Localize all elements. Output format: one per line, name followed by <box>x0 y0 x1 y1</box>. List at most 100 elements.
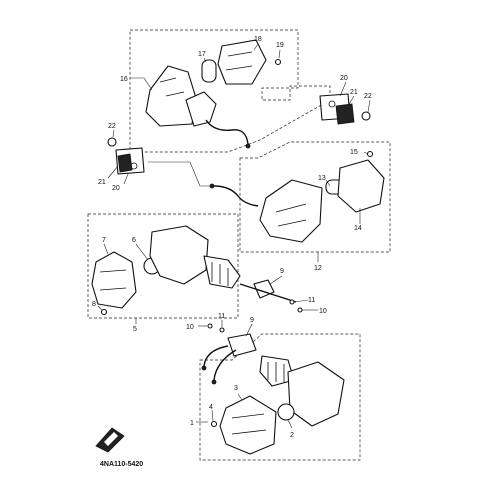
assembly-1-box <box>199 333 361 461</box>
bulb-17 <box>201 59 217 83</box>
screw-10-lower <box>207 323 213 329</box>
front-arrow-icon <box>95 427 125 453</box>
callout-labels: 16 17 18 19 20 21 22 22 21 20 15 13 14 1… <box>92 36 372 468</box>
turn-signal-assembly-16 <box>145 39 282 149</box>
callout-22-left: 22 <box>108 123 116 130</box>
turn-signal-assembly-1 <box>201 323 345 455</box>
callout-12: 12 <box>314 265 322 272</box>
callout-21-right: 21 <box>350 89 358 96</box>
callout-10-upper: 10 <box>319 308 327 315</box>
nut-22-right <box>361 111 371 121</box>
wire-left <box>239 283 297 303</box>
assembly-16-box <box>129 29 331 153</box>
leader-21b <box>107 165 119 179</box>
socket-left-ribs <box>211 262 229 286</box>
turn-signal-assembly-12 <box>209 150 385 243</box>
screw-19 <box>274 58 282 66</box>
wire-bottom-b <box>213 349 237 381</box>
callout-22-right: 22 <box>364 93 372 100</box>
socket-bottom-ribs <box>267 362 285 382</box>
wire-top-left-terminal <box>245 143 251 149</box>
leader-mount-left <box>148 161 212 187</box>
grommet-20-right-hole <box>328 100 336 108</box>
leader-17 <box>203 57 207 63</box>
housing-14 <box>337 159 385 213</box>
socket-left <box>203 255 241 289</box>
part-code-label: 4NA110-5420 <box>100 461 143 468</box>
leader-7 <box>103 243 109 255</box>
callout-11-upper: 11 <box>308 297 315 304</box>
callout-9-upper: 9 <box>280 268 284 275</box>
callout-3: 3 <box>234 385 238 392</box>
screw-8 <box>100 308 108 316</box>
callout-11-lower: 11 <box>218 313 225 320</box>
leader-22a <box>367 99 371 113</box>
callout-20-right: 20 <box>340 75 348 82</box>
callout-18: 18 <box>254 36 262 43</box>
wire-bottom-terminal-b <box>211 379 217 385</box>
lens-7-ribs <box>99 269 127 291</box>
leader-4 <box>211 409 214 422</box>
wire-middle-right <box>213 185 259 207</box>
leader-8 <box>97 305 103 311</box>
callout-20-left: 20 <box>112 185 120 192</box>
housing-bottom <box>287 361 345 427</box>
assembly-5-box <box>87 213 239 319</box>
callout-9-lower: 9 <box>250 317 254 324</box>
callout-19: 19 <box>276 42 284 49</box>
lens-7 <box>91 251 137 309</box>
leader-lines <box>97 43 371 429</box>
housing-top-left <box>185 91 217 127</box>
lens-18 <box>217 39 267 85</box>
mount-set-right <box>319 93 371 125</box>
wire-top-left <box>205 119 249 145</box>
screw-10-upper <box>297 307 303 313</box>
leader-3 <box>237 393 243 401</box>
leader-6 <box>135 243 149 261</box>
lens-top-left <box>145 65 197 127</box>
assembly-12-box <box>239 141 391 253</box>
callout-1: 1 <box>190 420 194 427</box>
lens-middle-right-ribs <box>275 203 307 227</box>
callout-8: 8 <box>92 301 96 308</box>
bulb-2 <box>277 403 295 421</box>
leader-18 <box>253 43 259 51</box>
callout-5: 5 <box>133 326 137 333</box>
lens-3-ribs <box>231 413 267 435</box>
lens-top-left-ribs <box>159 77 185 97</box>
callout-2: 2 <box>290 432 294 439</box>
leader-21a <box>347 95 355 107</box>
callout-10-lower: 10 <box>186 324 194 331</box>
callout-15: 15 <box>350 149 358 156</box>
callout-17: 17 <box>198 51 206 58</box>
callout-16: 16 <box>120 76 128 83</box>
leader-11a <box>293 299 309 303</box>
turn-signal-assembly-5 <box>91 225 303 316</box>
leader-2 <box>287 419 293 429</box>
housing-left <box>149 225 209 285</box>
plate-21-right <box>335 103 355 125</box>
callout-21-left: 21 <box>98 179 106 186</box>
wire-bottom-terminal-a <box>201 365 207 371</box>
screw-11-upper <box>289 299 295 305</box>
mount-set-left <box>107 137 212 187</box>
callout-4: 4 <box>209 404 213 411</box>
wire-bottom-a <box>203 345 229 367</box>
leader-9a <box>269 275 283 285</box>
callout-13: 13 <box>318 175 326 182</box>
lens-middle-right <box>259 179 323 243</box>
leader-20b <box>123 173 129 185</box>
callout-14: 14 <box>354 225 362 232</box>
leader-13 <box>325 179 331 187</box>
callout-7: 7 <box>102 237 106 244</box>
callout-6: 6 <box>132 237 136 244</box>
leader-15 <box>363 151 369 155</box>
leader-20a <box>339 81 347 97</box>
leader-9b <box>245 323 253 337</box>
screw-4 <box>210 420 218 428</box>
nut-22-left <box>107 137 117 147</box>
plate-21-left <box>117 153 133 173</box>
socket-bottom <box>259 355 295 387</box>
leader-16 <box>130 77 153 91</box>
leader-19 <box>278 49 281 59</box>
